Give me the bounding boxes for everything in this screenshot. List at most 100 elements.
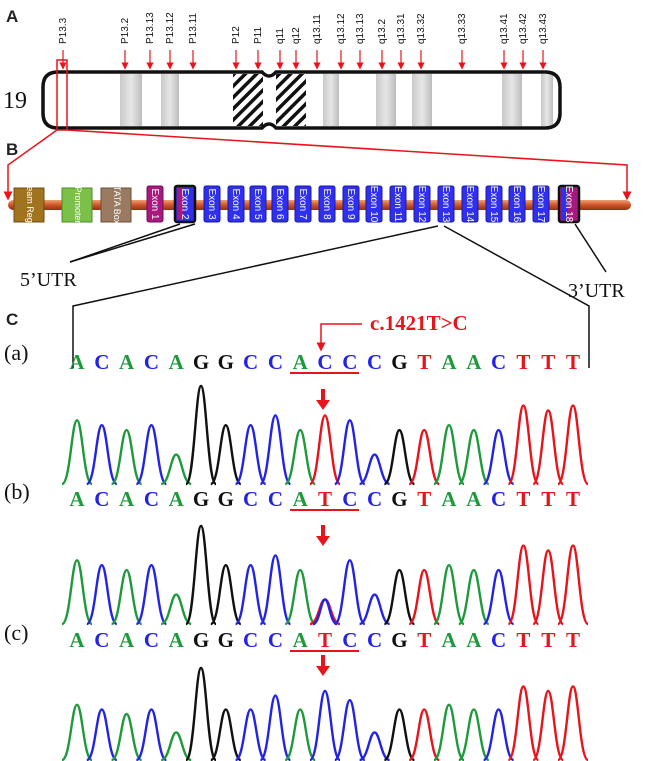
sequence-base: C xyxy=(94,487,109,511)
sequence-base: T xyxy=(566,487,580,511)
trace-peak xyxy=(234,563,267,626)
utr5-label: 5’UTR xyxy=(20,269,77,291)
exon-11: Exon 11 xyxy=(389,185,407,223)
trace-peak xyxy=(433,703,465,761)
trace-peak xyxy=(60,559,94,626)
exon-label: Exon 15 xyxy=(488,186,499,223)
exon-label: Exon 9 xyxy=(345,188,356,220)
trace-peak xyxy=(482,708,515,761)
exon-label: Exon 3 xyxy=(206,188,217,220)
sequence-base: A xyxy=(169,487,185,511)
tata-box-label: TATA Box xyxy=(112,186,122,225)
sequence-base: A xyxy=(69,350,85,374)
sequence-base: G xyxy=(193,350,209,374)
sequence-base: A xyxy=(466,628,482,652)
upstream-regulator-box xyxy=(13,187,45,223)
band-label: q13.43 xyxy=(538,13,549,44)
exon-label: Exon 2 xyxy=(179,188,190,220)
trace-peak xyxy=(458,568,490,626)
zoom-lines-a-b xyxy=(3,129,632,201)
chromatogram-d xyxy=(61,666,590,761)
exon-label: Exon 4 xyxy=(230,188,241,220)
sequence-base: C xyxy=(342,350,357,374)
panel-label-a: A xyxy=(6,7,18,26)
promoter-box xyxy=(61,187,93,223)
band-p13-2 xyxy=(120,74,142,126)
trace-peak xyxy=(259,554,292,626)
band-label: q12 xyxy=(291,27,302,44)
trace-peak xyxy=(234,708,267,761)
band-label: q13.13 xyxy=(355,13,366,44)
trace-peak xyxy=(209,563,242,626)
band-label: P12 xyxy=(231,26,242,44)
sequence-base: A xyxy=(466,350,482,374)
band-label: q13.2 xyxy=(377,19,388,44)
band-q13-43 xyxy=(541,74,553,126)
band-label: P13.13 xyxy=(145,12,156,44)
band-label: P13.2 xyxy=(120,17,131,44)
sequence-base: C xyxy=(268,628,283,652)
zoom-lines-exon13 xyxy=(72,225,590,368)
trace-peak xyxy=(86,708,118,761)
band-label: q13.42 xyxy=(518,13,529,44)
sequence-base: G xyxy=(391,350,407,374)
sequence-base: C xyxy=(268,487,283,511)
trace-peak xyxy=(532,689,565,761)
trace-peak xyxy=(110,712,143,761)
exon-label: Exon 13 xyxy=(440,186,451,223)
sequence-base: A xyxy=(441,628,457,652)
exon-label: Exon 1 xyxy=(149,188,160,220)
sequence-base: A xyxy=(293,350,309,374)
sequence-base: A xyxy=(169,628,185,652)
trace-peak xyxy=(556,685,590,761)
trace-peak xyxy=(209,423,242,486)
exon-label: Exon 18 xyxy=(563,186,574,223)
trace-peak xyxy=(432,423,466,486)
exon-12: Exon 12 xyxy=(413,185,431,223)
trace-peak xyxy=(184,384,218,486)
exon-7: Exon 7 xyxy=(294,185,312,223)
panel-label-b: B xyxy=(6,140,18,159)
sequence-base: C xyxy=(268,350,283,374)
regulatory-elements: Upstream Regulator Promoter TATA Box xyxy=(13,165,132,245)
band-label: P13.12 xyxy=(165,12,176,44)
sequence-base: C xyxy=(144,628,159,652)
sequence-base: C xyxy=(342,487,357,511)
sequence-base: T xyxy=(541,628,555,652)
trace-peak xyxy=(308,414,342,486)
exon-5: Exon 5 xyxy=(249,185,267,223)
row-label-a: (a) xyxy=(4,340,28,365)
exon-3: Exon 3 xyxy=(203,185,221,223)
exon-1: Exon 1 xyxy=(146,185,164,223)
trace-peak xyxy=(61,703,93,761)
utr5-line-2 xyxy=(69,223,196,263)
sequence-base: T xyxy=(516,487,530,511)
sequence-base: T xyxy=(318,487,332,511)
exon-15: Exon 15 xyxy=(485,185,503,223)
trace-peak xyxy=(383,568,416,626)
trace-peak xyxy=(85,563,118,626)
row-label-b: (b) xyxy=(4,479,30,504)
trace-peak xyxy=(234,423,267,486)
band-label: q13.41 xyxy=(499,13,510,44)
sequence-base: T xyxy=(516,350,530,374)
trace-peak xyxy=(482,428,515,486)
band-q13-12 xyxy=(323,74,339,126)
trace-peak xyxy=(135,563,168,626)
sequence-base: C xyxy=(144,487,159,511)
exon-8: Exon 8 xyxy=(318,185,336,223)
band-q13-2 xyxy=(376,74,396,126)
sequence-base: C xyxy=(491,628,506,652)
trace-peak xyxy=(408,428,440,486)
trace-peak xyxy=(210,708,242,761)
exon-17: Exon 17 xyxy=(532,185,550,223)
exon-label: Exon 14 xyxy=(464,186,475,223)
band-p12-hatched xyxy=(233,74,263,126)
trace-peak xyxy=(359,453,391,486)
exon-label: Exon 11 xyxy=(392,186,403,222)
trace-peak xyxy=(259,414,292,486)
band-label: q13.33 xyxy=(457,13,468,44)
exon-14: Exon 14 xyxy=(461,185,479,223)
trace-peak xyxy=(383,428,416,486)
